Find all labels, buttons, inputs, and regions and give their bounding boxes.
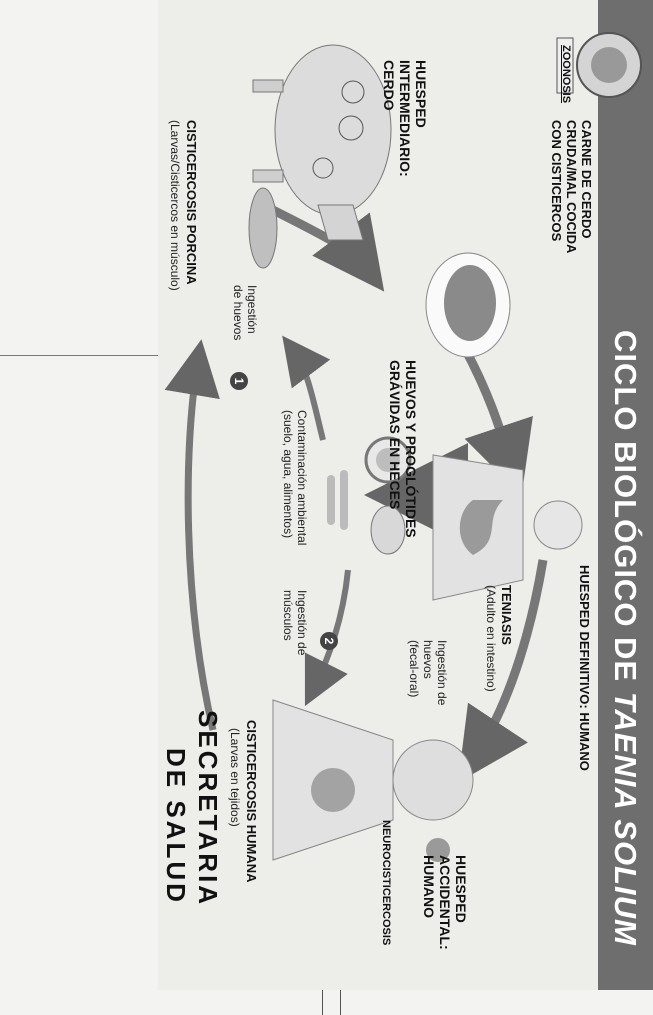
accidental-host-label-1: HUESPED — [453, 855, 468, 923]
arrow-meat-to-human — [463, 345, 513, 470]
fecal-oral-label-2: huevos — [421, 640, 434, 679]
fecal-oral-label-1: Ingestión de — [435, 640, 448, 705]
intermediate-host-label-2: INTERMEDIARIO: — [397, 60, 412, 177]
meat-label-1: CARNE DE CERDO — [579, 120, 593, 238]
step-badge-1: 1 — [230, 372, 248, 390]
life-cycle-poster: CICLO BIOLÓGICO DE TAENIA SOLIUM — [158, 0, 653, 990]
secretaria-label-2: DE SALUD — [160, 748, 191, 905]
human-definitive-host-illustration — [433, 455, 582, 600]
accidental-host-label-2: ACCIDENTAL: — [437, 855, 452, 950]
pig-egg-ingestion-label-2: de huevos — [231, 285, 244, 340]
fecal-oral-label-3: (fecal-oral) — [407, 640, 420, 697]
human-cysticercosis-sublabel: (Larvas en tejidos) — [228, 728, 241, 827]
definitive-host-label: HUESPED DEFINITIVO: HUMANO — [577, 565, 591, 771]
meat-label-2: CRUDA/MAL COCIDA — [564, 120, 578, 253]
eggs-label-1: HUEVOS Y PROGLÓTIDES — [403, 360, 418, 538]
eggs-label-2: GRÁVIDAS EN HECES — [387, 360, 402, 509]
pig-cysticercosis-label: CISTICERCOSIS PORCINA — [184, 120, 198, 285]
meat-label-3: CON CISTICERCOS — [549, 120, 563, 241]
neurocysticercosis-label: NEUROCISTICERCOSIS — [379, 820, 391, 945]
page-margin-rule — [0, 355, 158, 356]
teniasis-sublabel: (Adulto en intestino) — [484, 585, 497, 692]
accidental-host-label-3: HUMANO — [421, 855, 436, 918]
muscle-ingestion-label-2: músculos — [281, 590, 294, 641]
arrow-return-to-pig — [188, 360, 213, 730]
arrow-eggs-to-human — [313, 570, 348, 690]
pig-egg-ingestion-label-1: Ingestión — [245, 285, 258, 334]
intermediate-host-label-1: HUESPED — [413, 60, 428, 128]
step-badge-2: 2 — [320, 632, 338, 650]
contamination-label-1: Contaminación ambiental — [295, 410, 308, 545]
human-cysticercosis-label: CISTICERCOSIS HUMANA — [244, 720, 258, 883]
page-margin-rule-bottom — [322, 990, 323, 1015]
rotated-poster-frame: CICLO BIOLÓGICO DE TAENIA SOLIUM — [158, 0, 653, 990]
teniasis-label: TENIASIS — [499, 585, 513, 645]
pork-meat-illustration — [426, 253, 510, 357]
zoonosis-logo: ZOONOSIS — [551, 10, 651, 120]
muscle-ingestion-label-1: Ingestión de — [295, 590, 308, 655]
secretaria-label-1: SECRETARIA — [192, 710, 223, 907]
contamination-label-2: (suelo, agua, alimentos) — [281, 410, 294, 538]
pig-cysticercosis-sublabel: (Larvas/Cisticercos en músculo) — [168, 120, 181, 291]
human-accidental-host-illustration — [273, 700, 473, 862]
logo-text: ZOONOSIS — [559, 45, 571, 103]
intermediate-host-label-3: CERDO — [381, 60, 396, 111]
